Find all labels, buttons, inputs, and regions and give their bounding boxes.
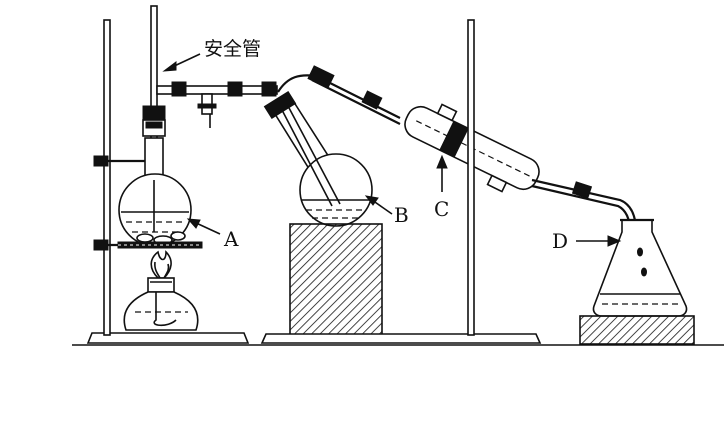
left-stand-rod [103, 19, 111, 336]
right-iron-stand [467, 19, 475, 336]
wire-gauze [117, 241, 203, 249]
label-d-text: D [552, 229, 568, 253]
droplet [641, 267, 647, 277]
flask-d-stand [579, 315, 695, 345]
erlenmeyer-flask-d [592, 218, 688, 317]
flask-b [263, 74, 373, 227]
flask-a [118, 105, 192, 247]
safety-tube-label: 安全管 [204, 38, 261, 60]
middle-base [260, 333, 542, 344]
label-a: A [186, 218, 239, 251]
left-iron-stand [86, 19, 250, 344]
label-b-text: B [394, 203, 409, 227]
label-c-text: C [434, 197, 449, 221]
label-d: D [552, 229, 622, 253]
flask-a-stopper [142, 105, 166, 121]
heating-block [289, 223, 383, 337]
left-stand-base [86, 332, 250, 344]
label-safety-tube: 安全管 [162, 38, 261, 72]
alcohol-lamp [123, 250, 199, 331]
connecting-tube [156, 81, 278, 128]
label-c: C [434, 154, 449, 221]
droplet [637, 247, 643, 257]
flask-b-stopper [263, 90, 297, 120]
label-a-text: A [223, 227, 239, 251]
label-b: B [364, 195, 409, 227]
